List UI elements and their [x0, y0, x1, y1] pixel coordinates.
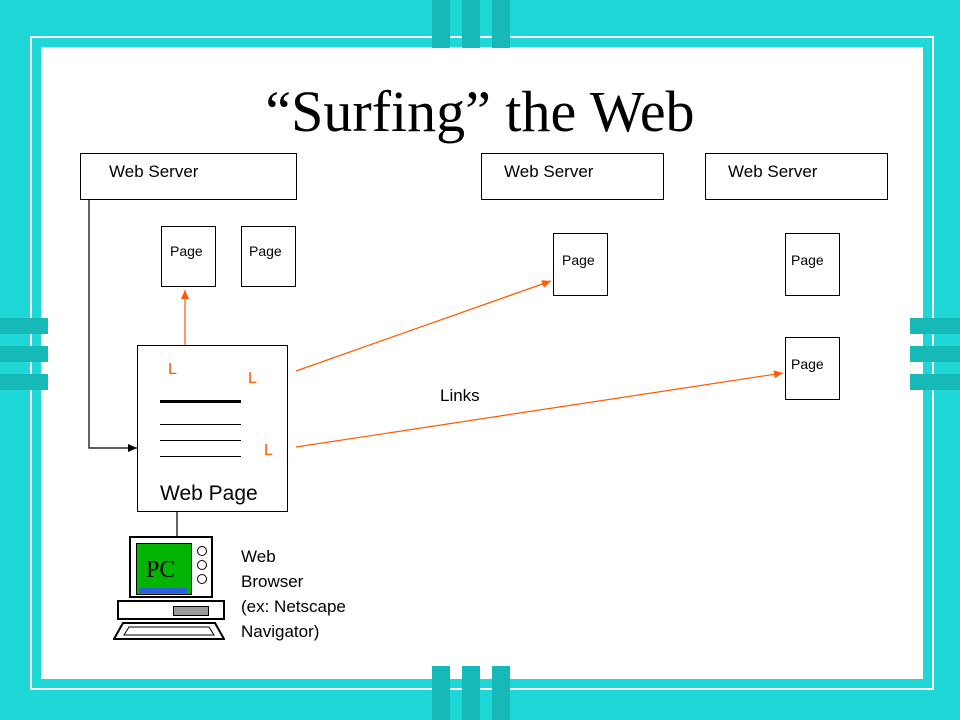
link-marker: L — [168, 361, 177, 378]
right-bar-decoration — [910, 308, 960, 404]
text-line — [160, 456, 241, 457]
pc-screen: PC — [136, 543, 192, 595]
web-server-label: Web Server — [504, 162, 594, 181]
left-bar-decoration — [0, 308, 48, 404]
pc-screen-text: PC — [146, 557, 176, 583]
web-server-box-3: Web Server — [705, 153, 888, 200]
page-box-1: Page — [161, 226, 216, 287]
pc-monitor: PC — [129, 536, 213, 598]
page-label: Page — [791, 356, 824, 372]
web-server-box-1: Web Server — [80, 153, 297, 200]
link-arrow-to-page-3 — [295, 280, 552, 372]
text-line — [160, 424, 241, 425]
headline-line — [160, 400, 241, 403]
page-label: Page — [170, 243, 203, 259]
pc-keyboard — [112, 622, 226, 640]
browser-caption-line: Browser — [241, 572, 304, 591]
text-line — [160, 440, 241, 441]
page-label: Page — [562, 252, 595, 268]
pc-icon: PC — [112, 536, 226, 642]
page-box-4: Page — [785, 233, 840, 296]
link-arrow-to-page-5 — [295, 370, 784, 448]
pc-monitor-knob — [197, 560, 207, 570]
page-box-2: Page — [241, 226, 296, 287]
link-marker: L — [248, 370, 257, 387]
bottom-bar-decoration — [418, 666, 530, 720]
browser-caption-line: Navigator) — [241, 622, 320, 641]
page-box-5: Page — [785, 337, 840, 400]
web-browser-caption: Web Browser (ex: Netscape Navigator) — [241, 544, 346, 644]
link-marker: L — [264, 442, 273, 459]
page-label: Page — [249, 243, 282, 259]
pc-base — [117, 600, 225, 620]
pc-keyboard-shape — [112, 622, 226, 640]
server-to-webpage-connector — [88, 198, 137, 452]
web-server-label: Web Server — [728, 162, 818, 181]
browser-caption-line: (ex: Netscape — [241, 597, 346, 616]
top-bar-decoration — [418, 0, 530, 48]
page-label: Page — [791, 252, 824, 268]
slide-frame-outer — [30, 36, 934, 690]
pc-drive — [173, 606, 209, 616]
web-page-box: Web Page — [137, 345, 288, 512]
pc-screen-bar — [139, 588, 187, 593]
pc-monitor-knob — [197, 546, 207, 556]
web-server-label: Web Server — [109, 162, 199, 181]
links-label: Links — [440, 386, 480, 405]
page-box-3: Page — [553, 233, 608, 296]
slide-title: “Surfing” the Web — [265, 79, 695, 144]
web-page-label: Web Page — [160, 482, 258, 505]
pc-monitor-knob — [197, 574, 207, 584]
web-server-box-2: Web Server — [481, 153, 664, 200]
browser-caption-line: Web — [241, 547, 276, 566]
